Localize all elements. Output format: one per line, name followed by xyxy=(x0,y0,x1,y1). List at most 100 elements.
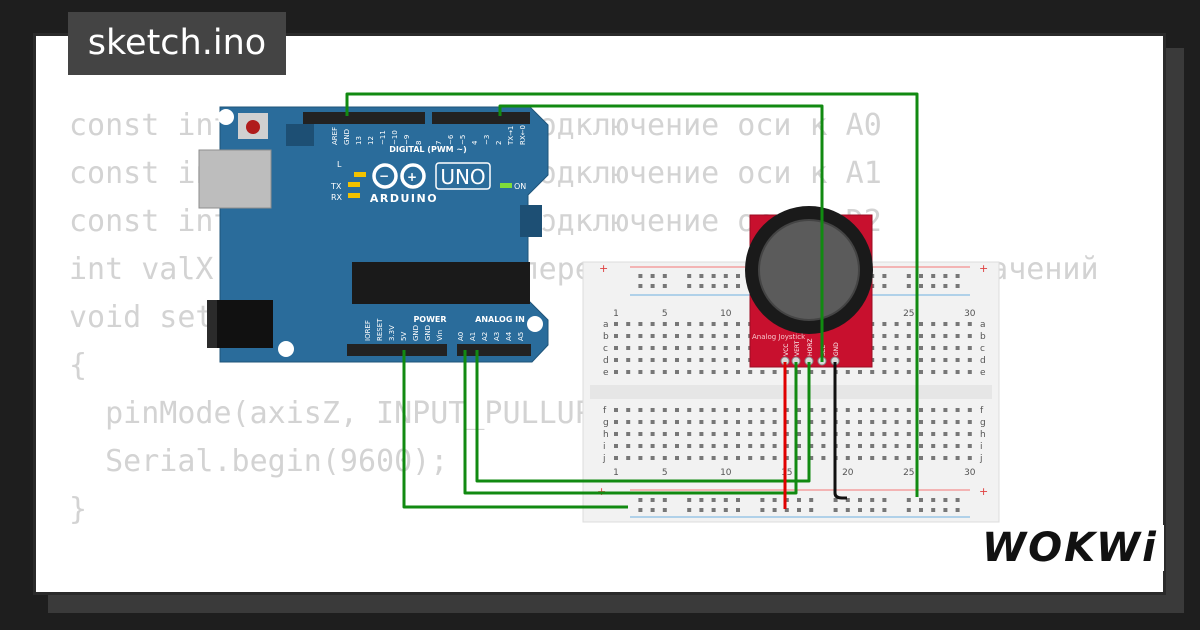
breadboard-hole[interactable] xyxy=(894,456,899,460)
breadboard-hole[interactable] xyxy=(699,346,704,350)
breadboard-hole[interactable] xyxy=(906,370,911,374)
breadboard-hole[interactable] xyxy=(662,444,667,448)
breadboard-hole[interactable] xyxy=(906,444,911,448)
breadboard-hole[interactable] xyxy=(931,432,936,436)
breadboard-hole[interactable] xyxy=(931,274,936,278)
breadboard-hole[interactable] xyxy=(614,346,618,350)
breadboard-hole[interactable] xyxy=(943,346,948,350)
breadboard-hole[interactable] xyxy=(809,444,814,448)
breadboard-hole[interactable] xyxy=(711,456,716,460)
breadboard-hole[interactable] xyxy=(955,284,960,288)
breadboard-hole[interactable] xyxy=(638,444,643,448)
breadboard-hole[interactable] xyxy=(723,346,728,350)
breadboard-hole[interactable] xyxy=(650,274,655,278)
breadboard-hole[interactable] xyxy=(723,444,728,448)
breadboard-hole[interactable] xyxy=(845,370,850,374)
breadboard-hole[interactable] xyxy=(919,274,923,278)
breadboard-hole[interactable] xyxy=(955,444,960,448)
arduino-uno[interactable]: − + UNO ARDUINO DIGITAL (PWM ~) POWER AN… xyxy=(198,106,549,363)
breadboard-hole[interactable] xyxy=(626,358,631,362)
breadboard-hole[interactable] xyxy=(662,322,667,326)
breadboard-hole[interactable] xyxy=(845,456,850,460)
breadboard-hole[interactable] xyxy=(772,420,777,424)
breadboard-hole[interactable] xyxy=(906,498,911,502)
breadboard-hole[interactable] xyxy=(931,456,936,460)
breadboard-hole[interactable] xyxy=(858,508,862,512)
breadboard-hole[interactable] xyxy=(955,358,960,362)
breadboard-hole[interactable] xyxy=(955,498,960,502)
breadboard-hole[interactable] xyxy=(687,420,692,424)
breadboard-hole[interactable] xyxy=(870,408,875,412)
breadboard-hole[interactable] xyxy=(626,432,631,436)
breadboard-hole[interactable] xyxy=(943,334,948,338)
breadboard-hole[interactable] xyxy=(870,432,875,436)
breadboard-hole[interactable] xyxy=(650,346,655,350)
breadboard-hole[interactable] xyxy=(626,346,631,350)
breadboard-hole[interactable] xyxy=(650,444,655,448)
breadboard-hole[interactable] xyxy=(687,284,692,288)
breadboard-hole[interactable] xyxy=(650,432,655,436)
breadboard-hole[interactable] xyxy=(760,432,765,436)
breadboard-hole[interactable] xyxy=(699,432,704,436)
breadboard-hole[interactable] xyxy=(845,420,850,424)
breadboard-hole[interactable] xyxy=(784,508,789,512)
breadboard-hole[interactable] xyxy=(906,274,911,278)
breadboard-hole[interactable] xyxy=(821,456,826,460)
breadboard-hole[interactable] xyxy=(736,284,740,288)
breadboard-hole[interactable] xyxy=(662,346,667,350)
breadboard-hole[interactable] xyxy=(955,274,960,278)
breadboard-hole[interactable] xyxy=(906,456,911,460)
breadboard-hole[interactable] xyxy=(662,432,667,436)
breadboard-hole[interactable] xyxy=(614,322,618,326)
breadboard-hole[interactable] xyxy=(894,358,899,362)
reset-button-cap[interactable] xyxy=(246,120,260,134)
breadboard-hole[interactable] xyxy=(797,432,801,436)
breadboard-hole[interactable] xyxy=(772,508,777,512)
breadboard-hole[interactable] xyxy=(699,358,704,362)
breadboard-hole[interactable] xyxy=(638,456,643,460)
breadboard-hole[interactable] xyxy=(736,322,740,326)
breadboard-hole[interactable] xyxy=(736,346,740,350)
breadboard-hole[interactable] xyxy=(736,408,740,412)
breadboard-hole[interactable] xyxy=(894,334,899,338)
breadboard-hole[interactable] xyxy=(638,346,643,350)
breadboard-hole[interactable] xyxy=(711,358,716,362)
wire-gnd[interactable] xyxy=(833,362,847,500)
breadboard-hole[interactable] xyxy=(614,334,618,338)
breadboard-hole[interactable] xyxy=(858,420,862,424)
breadboard-hole[interactable] xyxy=(809,508,814,512)
breadboard-hole[interactable] xyxy=(687,508,692,512)
breadboard-hole[interactable] xyxy=(882,284,887,288)
breadboard-hole[interactable] xyxy=(699,508,704,512)
breadboard-hole[interactable] xyxy=(882,334,887,338)
breadboard-hole[interactable] xyxy=(943,498,948,502)
breadboard-hole[interactable] xyxy=(711,284,716,288)
breadboard-hole[interactable] xyxy=(845,498,850,502)
breadboard-hole[interactable] xyxy=(967,432,972,436)
breadboard-hole[interactable] xyxy=(967,334,972,338)
breadboard-hole[interactable] xyxy=(662,334,667,338)
breadboard-hole[interactable] xyxy=(919,370,923,374)
breadboard-hole[interactable] xyxy=(650,322,655,326)
breadboard-hole[interactable] xyxy=(687,408,692,412)
breadboard-hole[interactable] xyxy=(943,358,948,362)
breadboard-hole[interactable] xyxy=(809,456,814,460)
breadboard-hole[interactable] xyxy=(858,370,862,374)
breadboard-hole[interactable] xyxy=(772,498,777,502)
wire-a1-to-horz[interactable] xyxy=(475,350,811,483)
breadboard-hole[interactable] xyxy=(748,420,753,424)
breadboard-hole[interactable] xyxy=(894,370,899,374)
breadboard-hole[interactable] xyxy=(955,420,960,424)
breadboard-hole[interactable] xyxy=(675,346,679,350)
breadboard-hole[interactable] xyxy=(772,456,777,460)
breadboard-hole[interactable] xyxy=(675,408,679,412)
breadboard-hole[interactable] xyxy=(784,370,789,374)
breadboard-hole[interactable] xyxy=(809,408,814,412)
breadboard-hole[interactable] xyxy=(687,370,692,374)
breadboard-hole[interactable] xyxy=(784,408,789,412)
breadboard-hole[interactable] xyxy=(675,444,679,448)
breadboard-hole[interactable] xyxy=(638,498,643,502)
breadboard-hole[interactable] xyxy=(845,432,850,436)
breadboard-hole[interactable] xyxy=(967,346,972,350)
